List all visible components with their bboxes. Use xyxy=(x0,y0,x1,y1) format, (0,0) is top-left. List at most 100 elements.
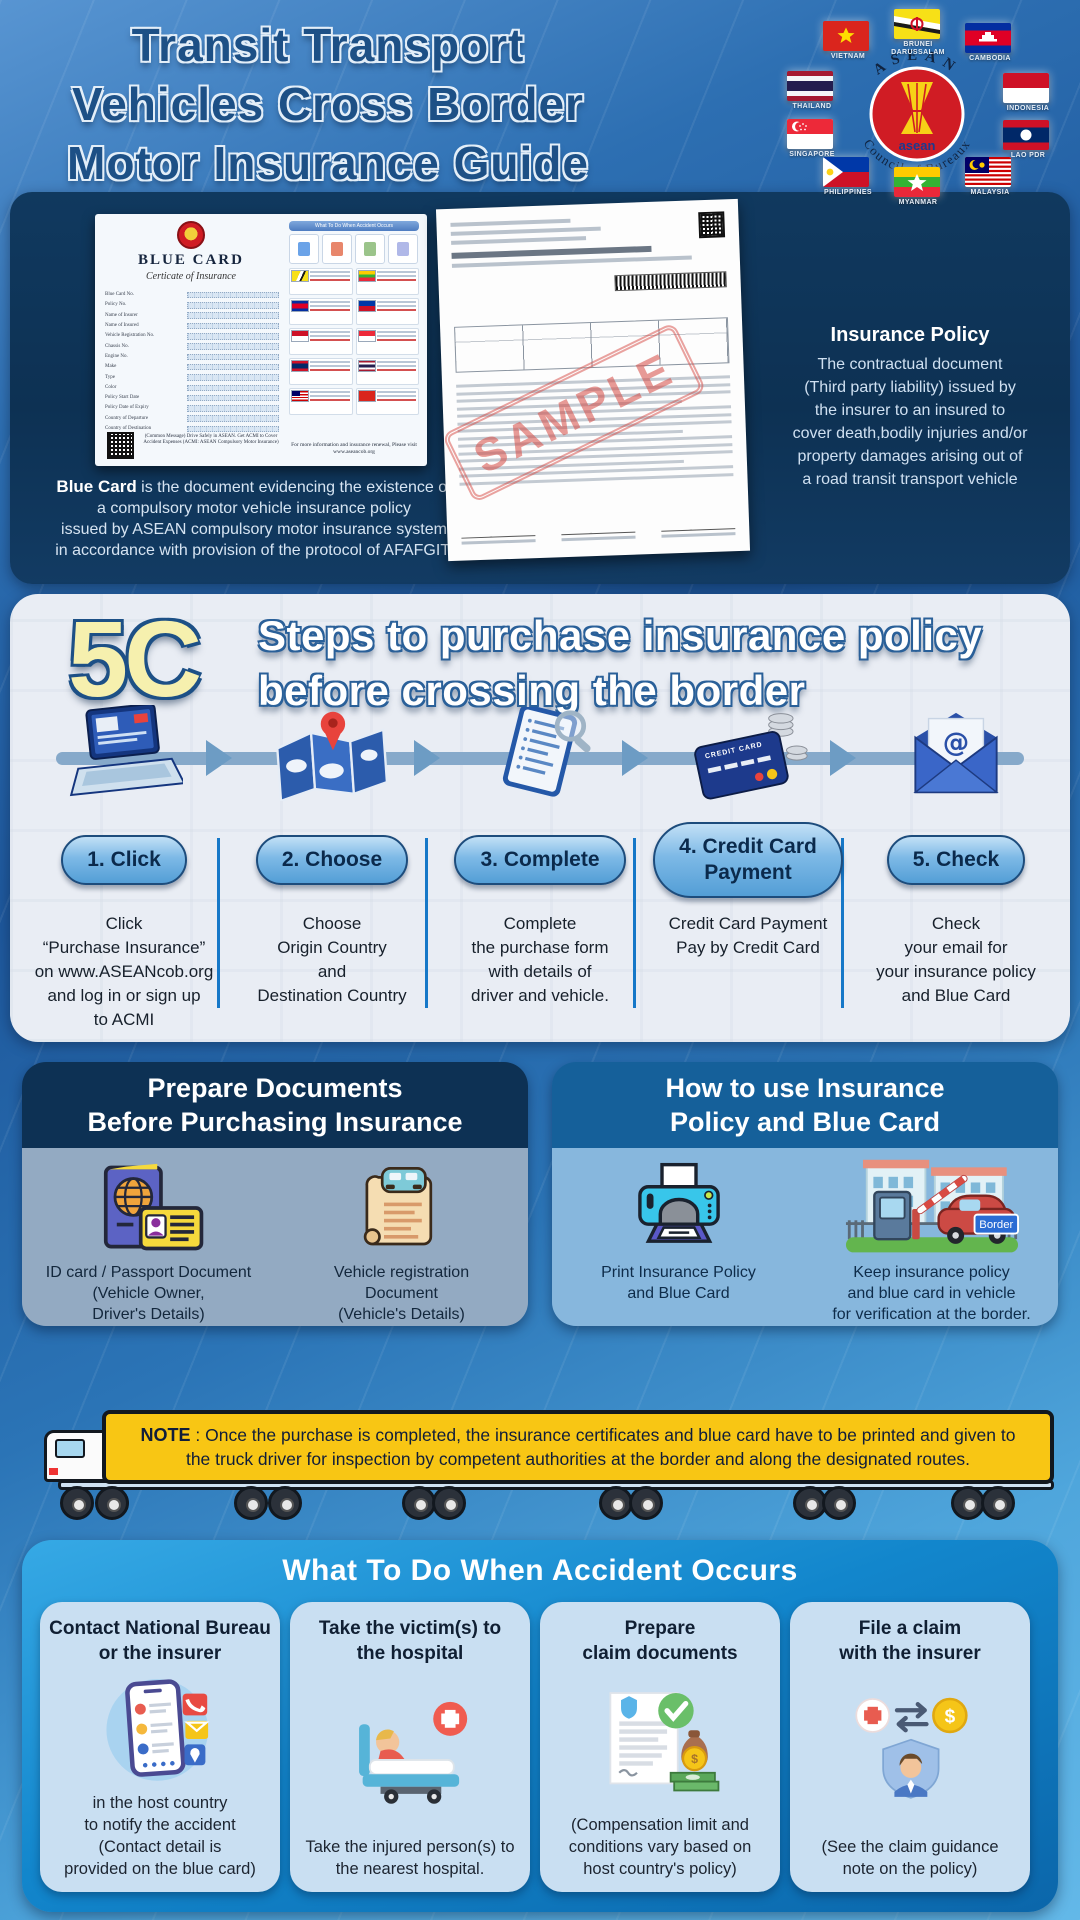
steps-heading: Steps to purchase insurance policy befor… xyxy=(258,612,983,714)
lao-pdr-flag-icon xyxy=(1003,120,1049,150)
arrow-right-icon xyxy=(622,740,648,776)
border-caption: Keep insurance policy and blue card in v… xyxy=(832,1264,1031,1323)
vietnam-flag-icon xyxy=(823,21,869,51)
truck-wheel-icon xyxy=(60,1486,94,1520)
step-desc-choose: Choose Origin Country and Destination Co… xyxy=(257,914,407,1005)
step-divider xyxy=(633,838,636,1008)
5c-badge: 5C xyxy=(68,598,202,719)
accident-card-desc: Take the injured person(s) to the neares… xyxy=(305,1838,515,1878)
field-label: Country of Destination xyxy=(105,426,152,431)
blue-card-caption-rest: a compulsory motor vehicle insurance pol… xyxy=(55,500,453,559)
step-choose: 2. Choose Choose Origin Country and Dest… xyxy=(228,698,436,1032)
indonesia-flag-icon xyxy=(1003,73,1049,103)
credit-card-icon: CREDIT CARD xyxy=(687,698,809,810)
flag-label-indonesia: INDONESIA xyxy=(1006,105,1050,112)
print-item: Print Insurance Policy and Blue Card xyxy=(562,1158,795,1304)
insurance-policy-title: Insurance Policy xyxy=(830,324,990,346)
step-pill-complete: 3. Complete xyxy=(454,835,626,885)
page-title: Transit Transport Vehicles Cross Border … xyxy=(67,19,589,189)
flag-label-lao-pdr: LAO PDR xyxy=(1010,152,1046,159)
step-desc-click: Click “Purchase Insurance” on www.ASEANc… xyxy=(34,914,214,1029)
border-sign-label: Border xyxy=(979,1219,1013,1231)
contact-cell xyxy=(355,268,419,295)
field-label: Policy Date of Expiry xyxy=(105,405,149,411)
contact-cell xyxy=(355,388,419,415)
blue-card-caption-bold: Blue Card xyxy=(56,477,137,496)
asean-wordmark: asean xyxy=(899,138,936,153)
step-divider xyxy=(425,838,428,1008)
field-box xyxy=(187,415,279,422)
field-box xyxy=(187,291,279,299)
flag-label-thailand: THAILAND xyxy=(792,103,832,110)
field-box xyxy=(187,394,279,402)
accident-title: What To Do When Accident Occurs xyxy=(282,1554,798,1587)
note-banner: NOTE : Once the purchase is completed, t… xyxy=(102,1410,1054,1484)
flag-label-philippines: PHILIPPINES xyxy=(824,189,872,196)
contact-cell xyxy=(289,388,353,415)
mini-card xyxy=(355,234,385,264)
hospital-bed-icon xyxy=(343,1666,477,1836)
contact-cell xyxy=(355,298,419,325)
field-label: Policy Start Date xyxy=(105,395,140,401)
field-label: Type xyxy=(105,374,115,380)
usage-card: How to use Insurance Policy and Blue Car… xyxy=(552,1062,1058,1326)
arrow-right-icon xyxy=(206,740,232,776)
blue-card-footer-note: For more information and insurance renew… xyxy=(291,442,417,455)
step-pill-credit-card: 4. Credit Card Payment xyxy=(653,822,843,898)
flag-label-singapore: SINGAPORE xyxy=(789,151,835,158)
flag-label-myanmar: MYANMAR xyxy=(898,199,938,206)
field-label: Vehicle Registration No. xyxy=(105,333,155,339)
field-box xyxy=(187,333,279,340)
asean-council-of-bureaux-logo: asean ASEAN Council of Bureaux xyxy=(845,40,989,189)
note-label: NOTE xyxy=(140,1425,191,1445)
border-item: Border Keep insurance policy and blue ca… xyxy=(815,1158,1048,1325)
insurance-policy-description: Insurance Policy The contractual documen… xyxy=(762,324,1058,491)
truck-wheel-icon xyxy=(793,1486,827,1520)
contact-cell xyxy=(355,358,419,385)
svg-text:$: $ xyxy=(691,1752,698,1766)
field-label: Engine No. xyxy=(105,353,128,359)
asean-mini-logo-icon xyxy=(177,221,205,249)
mini-card xyxy=(388,234,418,264)
arrow-right-icon xyxy=(830,740,856,776)
field-box xyxy=(187,363,279,371)
passport-id-icon xyxy=(89,1158,209,1258)
field-box xyxy=(187,353,279,361)
prepare-documents-title: Prepare Documents Before Purchasing Insu… xyxy=(22,1062,528,1148)
singapore-flag-icon xyxy=(787,119,833,149)
field-label: Color xyxy=(105,384,117,390)
accident-card-hospital: Take the victim(s) to the hospital Take … xyxy=(290,1602,530,1892)
flag-label-vietnam: VIETNAM xyxy=(830,53,866,60)
field-box xyxy=(187,405,279,412)
truck-wheel-icon xyxy=(599,1486,633,1520)
accident-card-desc: (Compensation limit and conditions vary … xyxy=(568,1816,752,1878)
step-pill-click: 1. Click xyxy=(61,835,187,885)
email-icon: @ xyxy=(904,698,1008,810)
malaysia-flag-icon xyxy=(965,157,1011,187)
field-label: Blue Card No. xyxy=(105,292,135,298)
mini-card xyxy=(289,234,319,264)
blue-card-right-panel: What To Do When Accident Occurs xyxy=(289,221,419,415)
cambodia-flag-icon xyxy=(965,23,1011,53)
step-click: 1. Click Click “Purchase Insurance” on w… xyxy=(20,698,228,1032)
arrow-right-icon xyxy=(414,740,440,776)
truck-wheel-icon xyxy=(822,1486,856,1520)
field-box xyxy=(187,312,279,319)
accident-card-title: File a claim with the insurer xyxy=(839,1618,981,1664)
id-passport-item: ID card / Passport Document (Vehicle Own… xyxy=(32,1158,265,1325)
truck-wheel-icon xyxy=(402,1486,436,1520)
truck-wheel-icon xyxy=(234,1486,268,1520)
accident-card-contact: Contact National Bureau or the insurer xyxy=(40,1602,280,1892)
svg-text:@: @ xyxy=(943,727,969,758)
policy-signatures xyxy=(461,517,736,545)
field-label: Name of Insurer xyxy=(105,312,138,318)
step-desc-credit-card: Credit Card Payment Pay by Credit Card xyxy=(668,914,828,957)
usage-title: How to use Insurance Policy and Blue Car… xyxy=(552,1062,1058,1148)
vehicle-registration-caption: Vehicle registration Document (Vehicle's… xyxy=(333,1264,470,1323)
blue-card-common-message: (Common Message) Drive Safely in ASEAN. … xyxy=(143,434,279,445)
step-complete: 3. Complete Complete the purchase form w… xyxy=(436,698,644,1032)
insurance-policy-body: The contractual document (Third party li… xyxy=(792,356,1028,488)
purchase-form-icon xyxy=(483,698,597,810)
field-label: Country of Departure xyxy=(105,415,149,421)
